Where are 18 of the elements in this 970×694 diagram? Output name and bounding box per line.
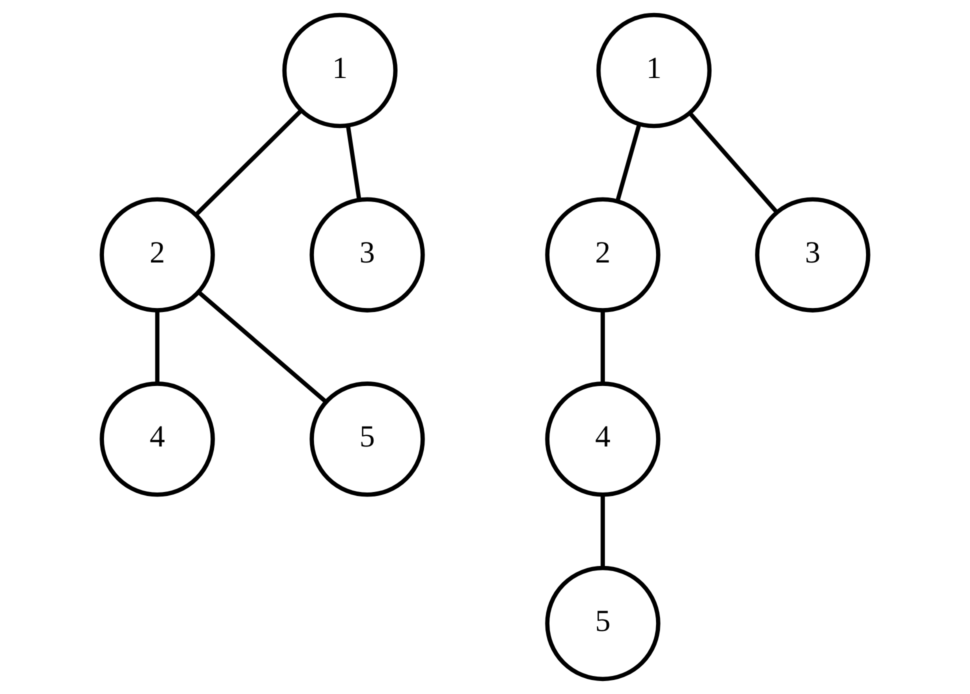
node-circle: 3 (310, 197, 425, 312)
node-circle: 4 (545, 382, 660, 497)
node-circle: 5 (310, 382, 425, 497)
node-circle: 1 (282, 12, 398, 128)
connector (600, 310, 605, 384)
connector (688, 112, 778, 214)
connector (600, 494, 605, 568)
node-circle: 1 (596, 12, 712, 128)
connector (197, 290, 328, 404)
node-circle: 2 (545, 197, 660, 312)
connector (194, 109, 303, 216)
connector (346, 125, 362, 200)
connector (155, 310, 160, 384)
node-circle: 4 (100, 382, 215, 497)
connector (615, 123, 642, 202)
node-circle: 5 (545, 566, 660, 682)
node-circle: 3 (755, 197, 870, 312)
node-circle: 2 (100, 197, 215, 312)
